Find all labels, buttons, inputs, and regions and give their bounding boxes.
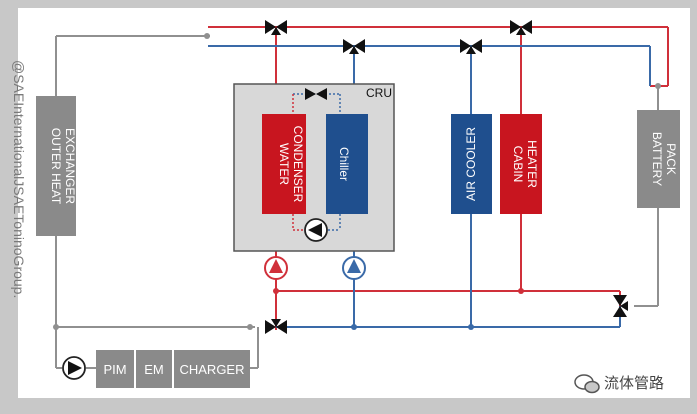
cabin-heater: CABIN HEATER: [500, 114, 542, 214]
outer-heat-exchanger-line2: EXCHANGER: [63, 128, 77, 204]
pim-block: PIM: [96, 350, 134, 388]
charger-label: CHARGER: [179, 362, 244, 377]
source-mark: 流体管路: [574, 374, 664, 394]
valve-icon: [265, 319, 287, 334]
source-mark-text: 流体管路: [604, 374, 664, 392]
pump-icon: [264, 256, 288, 280]
neutral-coolant-loop: [55, 35, 659, 369]
pump-icon: [62, 356, 86, 380]
water-condenser-line1: WATER: [277, 143, 291, 185]
valve-icon: [613, 295, 628, 317]
cabin-heater-line1: CABIN: [511, 146, 525, 183]
air-cooler: AIR COOLER: [451, 114, 492, 214]
chiller: Chiller: [326, 114, 368, 214]
air-cooler-label: AIR COOLER: [464, 127, 478, 201]
chiller-label: Chiller: [337, 147, 351, 181]
valve-icon: [265, 20, 287, 35]
pump-icon: [304, 218, 328, 242]
junction-dots: [53, 33, 661, 330]
refrigerant-loop: [292, 93, 341, 231]
battery-pack: BATTERY PACK: [637, 110, 680, 208]
water-condenser-line2: CONDENSER: [291, 126, 305, 203]
outer-heat-exchanger-line1: OUTER HEAT: [49, 128, 63, 205]
valve-icon: [510, 20, 532, 35]
valve-icon: [460, 39, 482, 54]
valve-icon: [305, 88, 327, 100]
em-label: EM: [144, 362, 164, 377]
water-condenser: WATER CONDENSER: [262, 114, 306, 214]
pump-icon: [342, 256, 366, 280]
cabin-heater-line2: HEATER: [525, 140, 539, 188]
cru-label: CRU: [366, 86, 392, 100]
battery-pack-line2: PACK: [664, 143, 678, 175]
charger-block: CHARGER: [174, 350, 250, 388]
battery-pack-line1: BATTERY: [650, 132, 664, 186]
watermark: @SAEInternationalJSAEToninoGroup.: [11, 60, 27, 298]
valve-icon: [343, 39, 365, 54]
pim-label: PIM: [103, 362, 126, 377]
em-block: EM: [136, 350, 172, 388]
outer-heat-exchanger: OUTER HEAT EXCHANGER: [36, 96, 77, 236]
